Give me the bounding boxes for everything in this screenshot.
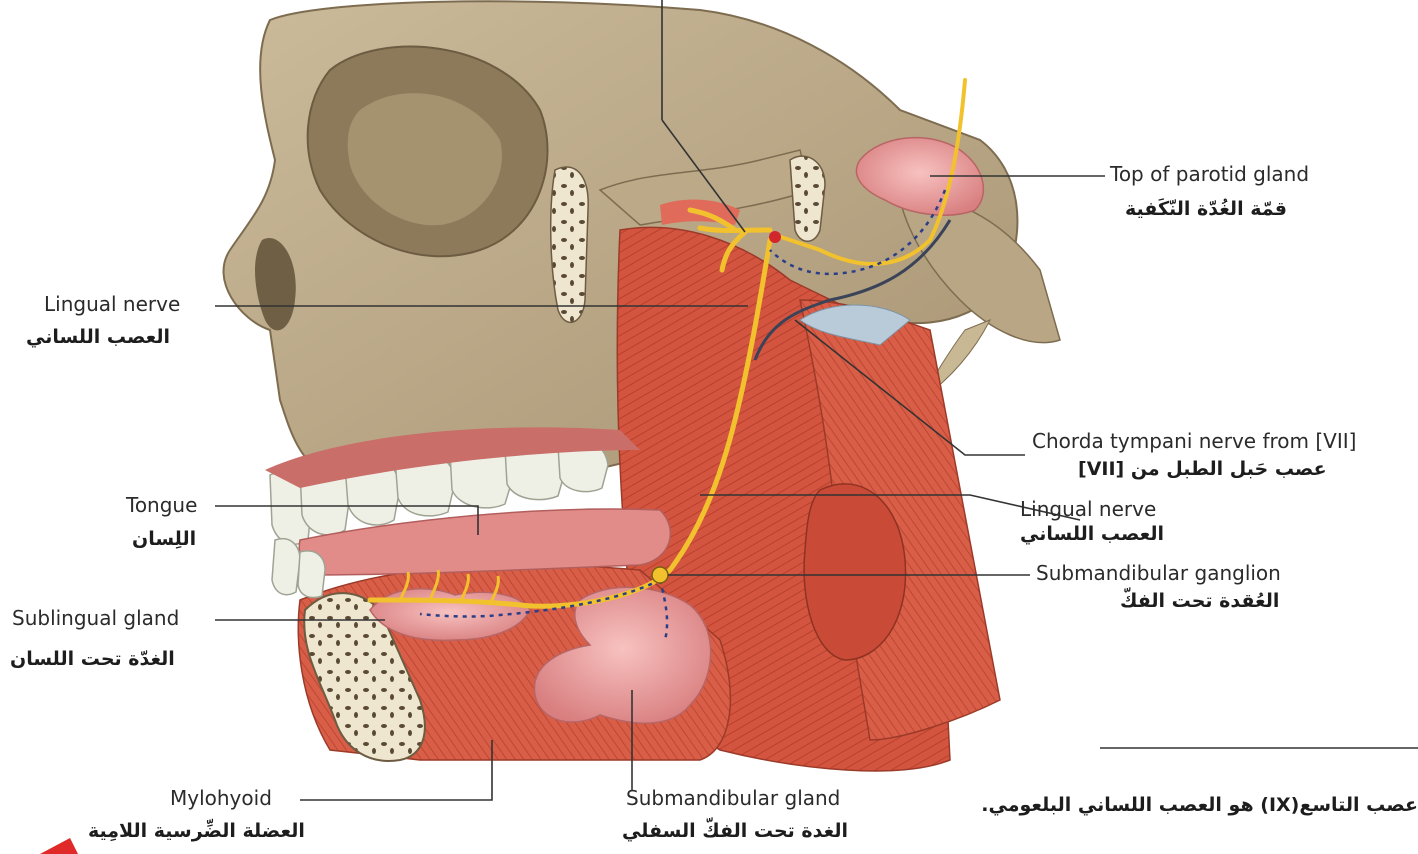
label-top-of-parotid-ar: قمّة الغُدّة النّكَفية: [1125, 198, 1287, 220]
label-lingual-nerve-left-ar: العصب اللساني: [26, 326, 170, 348]
label-tongue-en: Tongue: [126, 493, 197, 517]
tongue: [299, 509, 670, 575]
label-mylohyoid-en: Mylohyoid: [170, 786, 272, 810]
otic-node: [769, 231, 781, 243]
label-submandibular-gland-en: Submandibular gland: [626, 786, 840, 810]
label-chorda-tympani-en: Chorda tympani nerve from [VII]: [1032, 429, 1356, 453]
label-mylohyoid-ar: العضلة الضِّرسية اللامِية: [88, 820, 305, 842]
label-submandibular-ganglion-ar: العُقدة تحت الفكّ: [1120, 590, 1279, 612]
cut-zygomatic: [551, 167, 588, 322]
label-tongue-ar: اللِسان: [132, 528, 196, 550]
label-sublingual-gland-en: Sublingual gland: [12, 606, 179, 630]
label-lingual-nerve-right-en: Lingual nerve: [1020, 497, 1156, 521]
red-arrow-fragment: [40, 838, 78, 854]
label-top-of-parotid-en: Top of parotid gland: [1110, 162, 1309, 186]
label-lingual-nerve-left-en: Lingual nerve: [44, 292, 180, 316]
label-sublingual-gland-ar: الغدّة تحت اللسان: [10, 648, 175, 670]
label-submandibular-ganglion-en: Submandibular ganglion: [1036, 561, 1281, 585]
submandibular-ganglion: [652, 567, 668, 583]
label-submandibular-gland-ar: الغدة تحت الفكّ السفلي: [622, 820, 848, 842]
cut-temporal: [790, 156, 825, 241]
label-lingual-nerve-right-ar: العصب اللساني: [1020, 523, 1164, 545]
footnote-text: عصب التاسع(IX) هو العصب اللساني البلعومي…: [981, 794, 1418, 816]
label-chorda-tympani-ar: عصب حَبل الطبل من [VII]: [1078, 458, 1327, 480]
